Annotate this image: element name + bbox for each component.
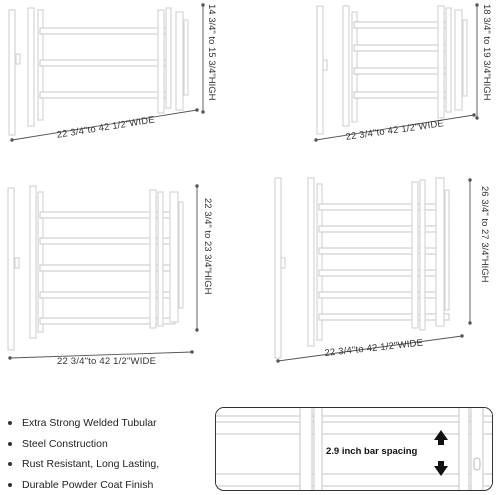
feature-text: Steel Construction	[22, 438, 108, 450]
feature-text: Rust Resistant, Long Lasting,	[22, 458, 159, 470]
bullet-icon	[8, 421, 12, 425]
bullet-icon	[8, 483, 12, 487]
feature-text: Extra Strong Welded Tubular	[22, 417, 157, 429]
feature-item: Steel Construction	[8, 434, 159, 455]
gate-2-height-label: 18 3/4" to 19 3/4"HIGH	[481, 4, 492, 101]
gate-3-height-label: 22 3/4" to 23 3/4"HIGH	[202, 198, 213, 295]
bar-spacing-detail: 2.9 inch bar spacing	[215, 407, 493, 491]
gate-diagram-4: 22 3/4"to 42 1/2"WIDE 26 3/4" to 27 3/4"…	[250, 168, 500, 373]
feature-item: Durable Powder Coat Finish	[8, 475, 159, 495]
feature-item: Extra Strong Welded Tubular	[8, 413, 159, 434]
gate-3-width-label: 22 3/4"to 42 1/2"WIDE	[57, 356, 156, 367]
gate-diagram-2: 22 3/4"to 42 1/2"WIDE 18 3/4" to 19 3/4"…	[250, 0, 500, 160]
bullet-icon	[8, 462, 12, 466]
gate-1-drawing	[0, 0, 225, 160]
gate-diagram-3: 22 3/4"to 42 1/2"WIDE 22 3/4" to 23 3/4"…	[0, 178, 225, 373]
gate-diagram-1: 22 3/4"to 42 1/2"WIDE 14 3/4" to 15 3/4"…	[0, 0, 225, 160]
feature-item: Rust Resistant, Long Lasting,	[8, 454, 159, 475]
gate-4-height-label: 26 3/4" to 27 3/4"HIGH	[479, 186, 490, 283]
feature-text: Durable Powder Coat Finish	[22, 479, 153, 491]
feature-list: Extra Strong Welded Tubular Steel Constr…	[8, 413, 159, 495]
up-down-arrow-icon	[434, 430, 448, 476]
bar-spacing-label: 2.9 inch bar spacing	[326, 446, 417, 457]
bullet-icon	[8, 442, 12, 446]
gate-3-drawing	[0, 178, 225, 373]
gate-1-height-label: 14 3/4" to 15 3/4"HIGH	[206, 4, 217, 101]
